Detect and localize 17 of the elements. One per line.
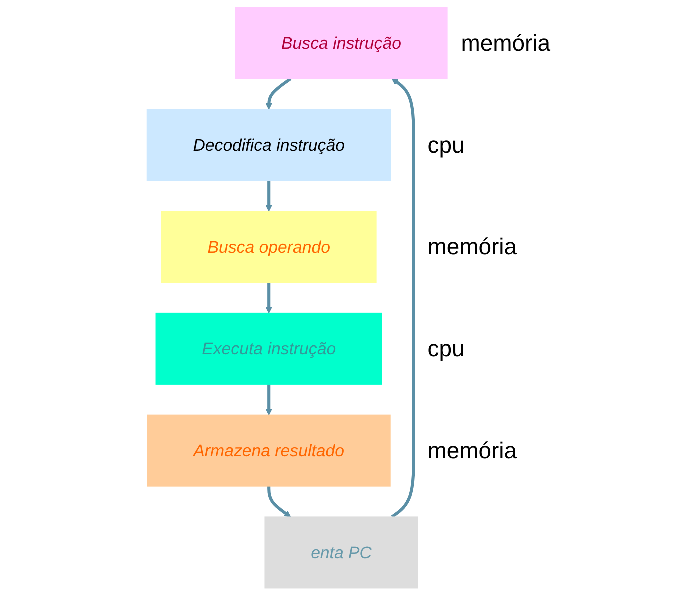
node-caption: memória — [428, 438, 518, 464]
arrow — [266, 78, 292, 110]
node-caption: memória — [461, 30, 551, 56]
process-box: Decodifica instrução — [146, 109, 392, 182]
process-box: Busca operando — [161, 211, 377, 284]
process-box: Executa instrução — [156, 312, 382, 385]
arrow — [266, 282, 272, 314]
process-box: Armazena resultado — [147, 414, 391, 487]
arrow — [268, 486, 292, 518]
node-caption: memória — [428, 234, 518, 260]
process-box: enta PC — [264, 516, 418, 589]
process-box: Busca instrução — [235, 7, 448, 80]
node-caption: cpu — [428, 336, 465, 362]
arrow — [266, 180, 272, 212]
arrow — [391, 78, 416, 518]
arrow — [266, 384, 272, 416]
node-caption: cpu — [428, 132, 465, 158]
